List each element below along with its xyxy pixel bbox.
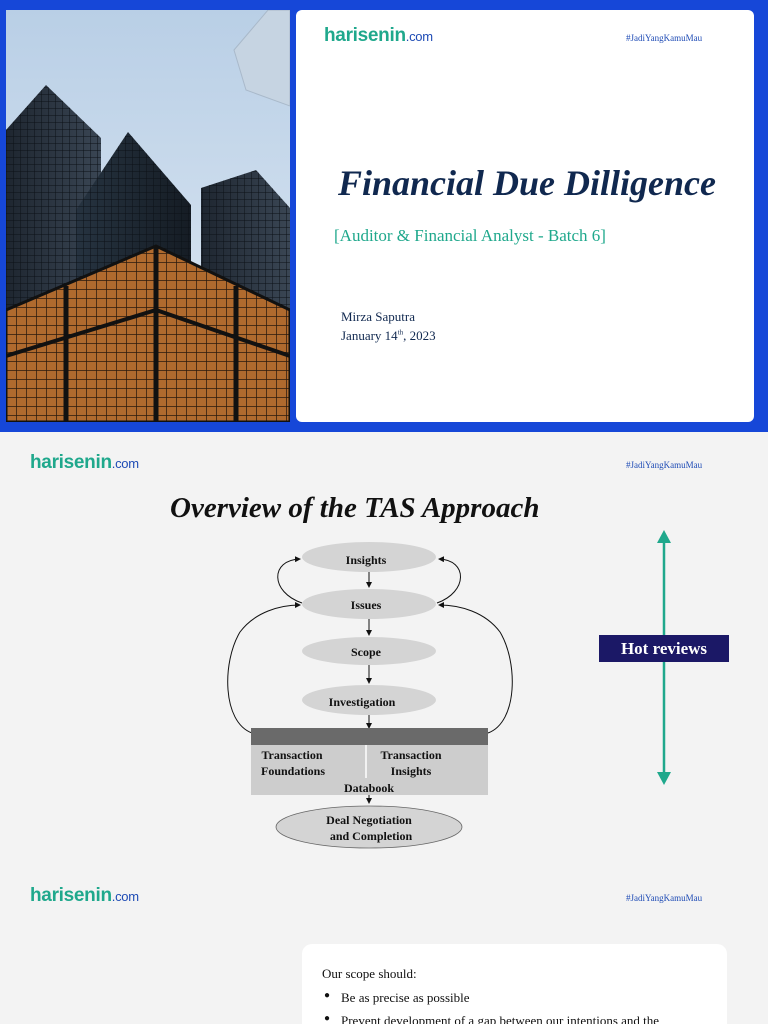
- slide-title: Overview of the TAS Approach: [170, 492, 540, 524]
- hot-reviews-label: Hot reviews: [599, 635, 729, 662]
- loop-arrow-left-large: [227, 602, 301, 734]
- label-scope: Scope: [351, 645, 382, 659]
- tas-overview-slide: harisenin.com #JadiYangKamuMau Overview …: [0, 432, 768, 864]
- node-issues: [302, 589, 436, 619]
- label-tx-insights-line1: Transaction: [380, 748, 441, 762]
- title-slide: harisenin.com #JadiYangKamuMau Financial…: [0, 0, 768, 432]
- skyscraper-photo: [6, 10, 290, 422]
- label-deal-line2: and Completion: [330, 829, 413, 843]
- hot-reviews-arrowhead-top: [657, 530, 671, 543]
- scope-slide: harisenin.com #JadiYangKamuMau Our scope…: [0, 864, 768, 1024]
- scope-intro: Our scope should:: [322, 966, 417, 981]
- presentation-date: January 14th, 2023: [341, 328, 436, 343]
- node-investigation: [302, 685, 436, 715]
- harisenin-logo: harisenin.com: [324, 25, 433, 46]
- label-tx-insights-line2: Insights: [391, 764, 432, 778]
- scope-bullet: Be as precise as possible: [322, 990, 659, 1013]
- scope-bullet-list: Be as precise as possible Prevent develo…: [322, 990, 659, 1024]
- scope-card: Our scope should: Be as precise as possi…: [302, 944, 727, 1024]
- presentation-title: Financial Due Dilligence: [338, 163, 716, 203]
- loop-arrow-left-small: [277, 556, 303, 604]
- hot-reviews-arrowhead-bottom: [657, 772, 671, 785]
- loop-arrow-right-large: [438, 602, 513, 734]
- databook-header-bar: [251, 728, 488, 745]
- label-databook: Databook: [344, 781, 394, 795]
- hashtag: #JadiYangKamuMau: [626, 893, 703, 903]
- tas-flow-diagram: Insights Issues Scope Investigation Tran…: [227, 530, 671, 849]
- title-card: harisenin.com #JadiYangKamuMau Financial…: [296, 10, 754, 422]
- loop-arrow-right-small: [436, 556, 461, 604]
- scope-bullet: Prevent development of a gap between our…: [322, 1013, 659, 1024]
- hashtag: #JadiYangKamuMau: [626, 460, 703, 470]
- node-scope: [302, 637, 436, 665]
- label-investigation: Investigation: [329, 695, 396, 709]
- node-insights: [302, 542, 436, 572]
- hashtag: #JadiYangKamuMau: [626, 33, 703, 43]
- label-deal-line1: Deal Negotiation: [326, 813, 412, 827]
- harisenin-logo: harisenin.com: [30, 885, 139, 906]
- node-deal-negotiation: [275, 805, 463, 849]
- label-insights: Insights: [346, 553, 387, 567]
- author-name: Mirza Saputra: [341, 309, 416, 324]
- label-issues: Issues: [351, 598, 382, 612]
- presentation-subtitle: [Auditor & Financial Analyst - Batch 6]: [334, 226, 606, 245]
- label-foundations-line2: Foundations: [261, 764, 325, 778]
- label-foundations-line1: Transaction: [261, 748, 322, 762]
- databook-block: [251, 745, 488, 795]
- harisenin-logo: harisenin.com: [30, 452, 139, 473]
